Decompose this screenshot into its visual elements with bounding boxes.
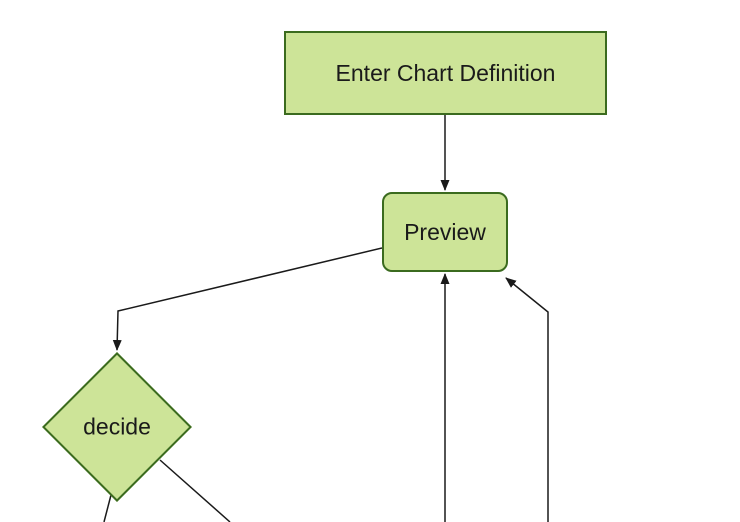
edge-preview-to-decide	[112, 247, 383, 351]
node-preview-label: Preview	[404, 218, 486, 245]
node-enter-chart-definition-label: Enter Chart Definition	[335, 59, 556, 86]
edge-decide-to-offscreen-right	[159, 459, 231, 522]
node-enter-chart-definition: Enter Chart Definition	[284, 31, 607, 115]
node-preview: Preview	[382, 192, 508, 272]
node-decide-label: decide	[83, 413, 151, 440]
edge-decide-to-offscreen-left	[103, 494, 112, 522]
edge-offscreen-to-preview-corner	[505, 277, 549, 522]
